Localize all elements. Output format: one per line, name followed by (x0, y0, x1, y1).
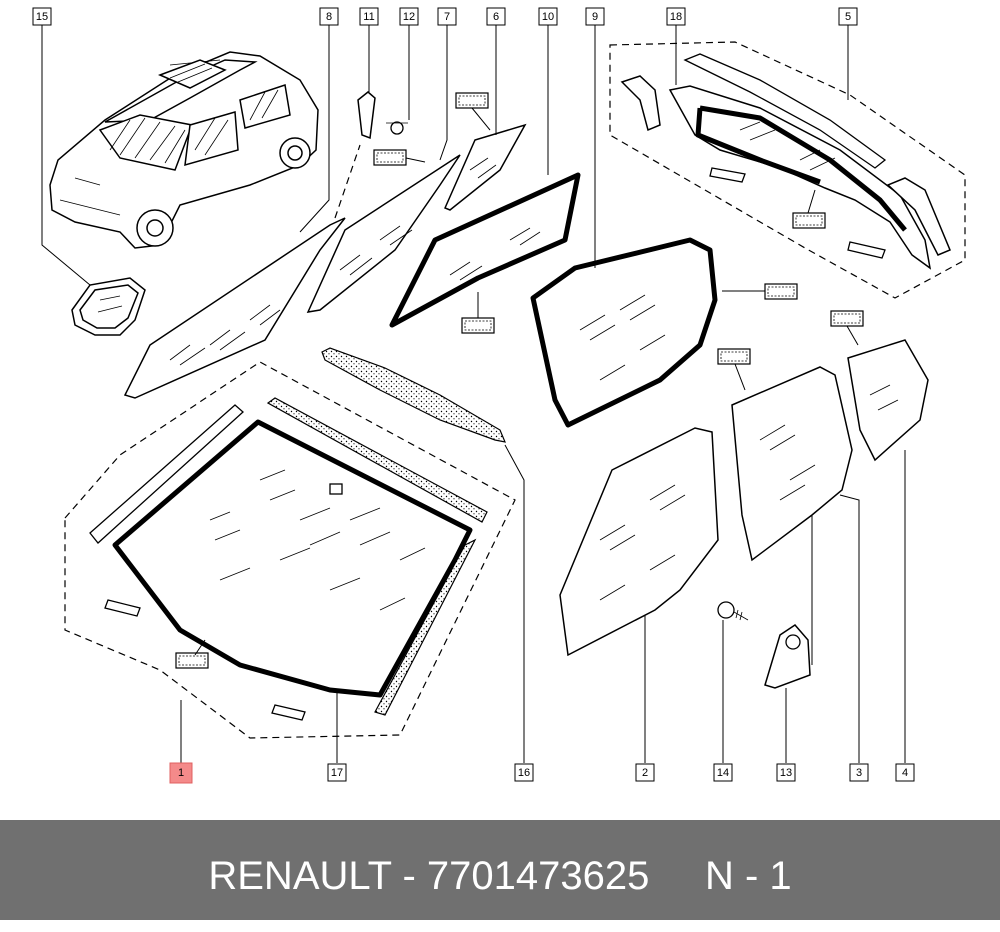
svg-text:1: 1 (178, 767, 184, 779)
callout-16: 16 (514, 763, 534, 782)
svg-text:18: 18 (670, 11, 682, 23)
svg-text:6: 6 (493, 11, 499, 23)
callout-8: 8 (319, 7, 339, 26)
callout-13: 13 (776, 763, 796, 782)
rear-window-assembly (609, 41, 966, 299)
rear-quarter-small-glass (847, 339, 929, 462)
callout-17: 17 (327, 763, 347, 782)
callout-14: 14 (713, 763, 733, 782)
callout-5: 5 (838, 7, 858, 26)
svg-text:5: 5 (845, 11, 851, 23)
screw (717, 601, 749, 621)
windscreen-top-seal (321, 347, 506, 443)
windscreen-assembly (64, 361, 516, 739)
svg-text:10: 10 (542, 11, 554, 23)
framed-side-glass (389, 172, 581, 328)
rear-door-glass (731, 366, 853, 562)
callout-4: 4 (895, 763, 915, 782)
parts-diagram: 15 8 11 12 7 6 10 9 18 5 1 17 16 2 14 13… (32, 7, 966, 784)
callout-11: 11 (359, 7, 379, 26)
callout-9: 9 (585, 7, 605, 26)
callout-6: 6 (486, 7, 506, 26)
framed-large-glass (530, 237, 718, 428)
svg-text:13: 13 (780, 767, 792, 779)
svg-text:4: 4 (902, 767, 908, 779)
svg-text:16: 16 (518, 767, 530, 779)
svg-text:11: 11 (363, 11, 374, 23)
clip (357, 91, 376, 140)
svg-text:8: 8 (326, 11, 332, 23)
rear-quarter-glass (123, 217, 346, 399)
callout-3: 3 (849, 763, 869, 782)
bracket (764, 624, 811, 689)
leader-lines (41, 25, 906, 763)
callout-1: 1 (169, 762, 193, 784)
vent-glass (444, 123, 527, 211)
bolt (386, 121, 408, 135)
svg-text:7: 7 (444, 11, 450, 23)
front-door-glass (559, 427, 719, 657)
callout-18: 18 (666, 7, 686, 26)
svg-text:15: 15 (36, 11, 48, 23)
callout-12: 12 (399, 7, 419, 26)
mirror-glass (71, 277, 146, 336)
callout-7: 7 (437, 7, 457, 26)
arrows (194, 107, 859, 656)
svg-text:9: 9 (592, 11, 598, 23)
car-illustration (49, 51, 319, 249)
footer-bar: RENAULT - 7701473625 N - 1 (0, 820, 1000, 920)
svg-text:3: 3 (856, 767, 862, 779)
callout-10: 10 (538, 7, 558, 26)
svg-text:14: 14 (717, 767, 729, 779)
door-glass-upper (306, 154, 461, 313)
svg-text:12: 12 (403, 11, 415, 23)
svg-text:2: 2 (642, 767, 648, 779)
part-number-caption: RENAULT - 7701473625 N - 1 (208, 854, 792, 898)
callout-15: 15 (32, 7, 52, 26)
callout-2: 2 (635, 763, 655, 782)
svg-text:17: 17 (331, 767, 343, 779)
